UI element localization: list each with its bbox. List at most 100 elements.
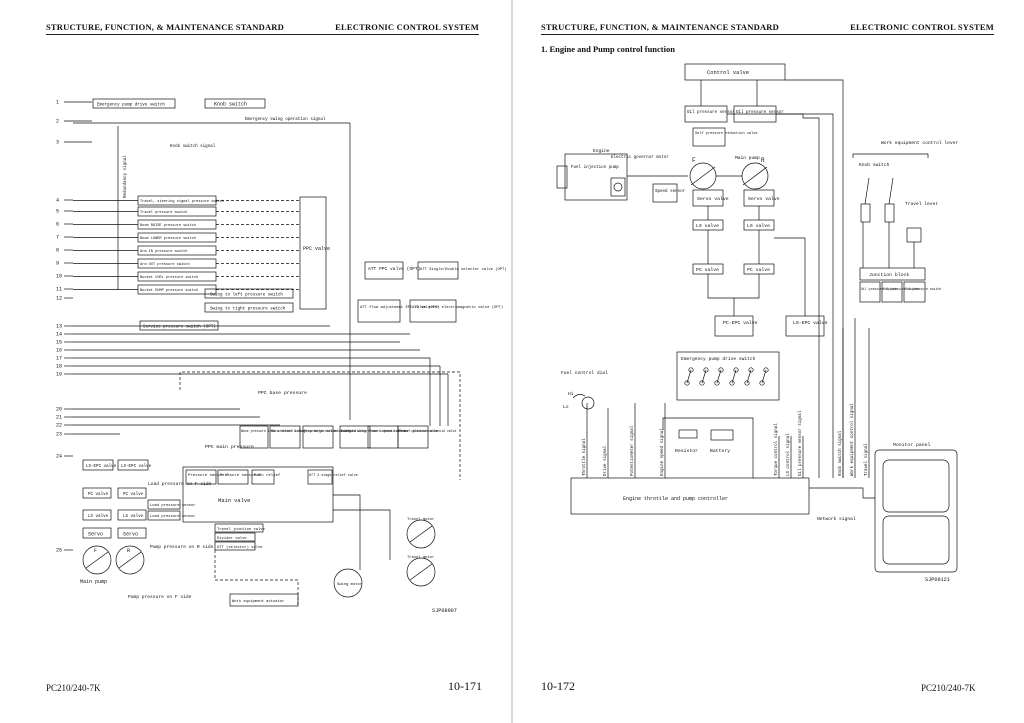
emergency-pump-switch-label: Emergency pump drive switch	[97, 103, 165, 108]
att-ppc-valve: ATT PPC valve (OPT)	[368, 266, 420, 272]
junction-block: Junction block	[869, 272, 909, 278]
pressure-sensor-r: Pressure sensor R	[220, 473, 261, 478]
controller-label: Engine throttle and pump controller	[623, 496, 728, 502]
terminal-13: 13	[56, 324, 62, 330]
battery-label: Battery	[710, 448, 730, 454]
servo-r: Servo	[123, 532, 138, 538]
att-2stage: ATT 2-stage relief valve	[309, 473, 358, 478]
terminal-19: 19	[56, 372, 62, 378]
load-sensor-1: Load pressure sensor	[150, 503, 196, 508]
switch-contact	[684, 380, 690, 386]
servo-valve-r: Servo valve	[748, 196, 780, 202]
work-lever-label: Work equipment control lever	[881, 140, 958, 146]
solenoid-box	[302, 425, 334, 449]
monitor-panel-label: Monitor panel	[893, 442, 931, 448]
right-figure-code: SJP09121	[925, 577, 950, 583]
att-single-double: ATT Single/Double selector valve (OPT)	[420, 267, 507, 272]
pump-r-letter: R	[761, 157, 765, 164]
fuel-dial-label: Fuel control dial	[561, 370, 608, 376]
network-signal: Network signal	[817, 516, 856, 522]
terminal-6: 6	[56, 222, 59, 228]
servo-f: Servo	[88, 532, 103, 538]
travel-motor-2: Travel motor	[407, 555, 434, 560]
ls-valve-r: LS valve	[123, 514, 144, 519]
switch-contact	[759, 380, 765, 386]
right-header-right: ELECTRONIC CONTROL SYSTEM	[850, 22, 994, 32]
solenoid-box	[397, 425, 429, 449]
signal-label: Engine speed signal	[660, 428, 665, 476]
load-sensor-2: Load pressure sensor	[150, 514, 196, 519]
ppc-base-pressure: PPC base pressure	[258, 390, 307, 396]
terminal-9: 9	[56, 261, 59, 267]
switch-contact	[733, 367, 739, 373]
pc-epc-valve: PC-EPC valve	[723, 320, 758, 326]
oil-sensor-2: Oil pressure sensor	[736, 110, 784, 115]
servo-valve-f: Servo valve	[697, 196, 729, 202]
swing-motor: Swing motor	[337, 582, 362, 587]
pressure-switch-label: Travel, steering signal pressure switch	[140, 199, 224, 204]
pressure-switch-label: Boom RAISE pressure switch	[140, 223, 196, 228]
governor-label: Electric governor motor	[611, 155, 669, 160]
load-pressure-f: Load pressure on F side	[148, 481, 212, 487]
switch-contact	[744, 380, 750, 386]
divider-valve: Divider valve	[217, 536, 247, 541]
main-valve-label: Main valve	[218, 498, 250, 504]
terminal-24: 24	[56, 454, 62, 460]
pump-r-letter: R	[127, 548, 130, 554]
att-valve: ATT (selector) valve	[217, 545, 263, 550]
pc-valve-f: PC valve	[88, 492, 109, 497]
pump-pressure-r: Pump pressure on R side	[150, 544, 214, 550]
left-header-right: ELECTRONIC CONTROL SYSTEM	[335, 22, 479, 32]
right-header-rule	[541, 34, 994, 35]
swing-left-switch: Swing to left pressure switch	[210, 293, 283, 298]
left-hydraulic-diagram: 1234567891011121314151617181920212223242…	[56, 98, 507, 614]
terminal-1: 1	[56, 100, 59, 106]
ppc-valve-label: PPC valve	[303, 246, 330, 252]
knob-switch-label: Knob switch	[214, 102, 247, 108]
terminal-15: 15	[56, 340, 62, 346]
signal-label: Potentiometer signal	[630, 425, 635, 476]
resistor-label: Resistor	[675, 448, 698, 454]
terminal-21: 21	[56, 415, 62, 421]
right-header-left: STRUCTURE, FUNCTION, & MAINTENANCE STAND…	[541, 22, 779, 32]
travel-motor-1: Travel motor	[407, 517, 434, 522]
pc-valve-f: PC valve	[696, 267, 719, 273]
right-footer-model: PC210/240-7K	[921, 683, 976, 693]
terminal-11: 11	[56, 287, 62, 293]
solenoid-label: Travel speed selector solenoid valve	[369, 429, 438, 433]
left-header-left: STRUCTURE, FUNCTION, & MAINTENANCE STAND…	[46, 22, 284, 32]
att-flow-valve: ATT flow adjustment EPC valve (OPT)	[360, 305, 440, 310]
signal-label: Oil pressure sensor signal	[798, 410, 803, 476]
ls-epc-valve: LS-EPC valve	[793, 320, 828, 326]
signal-label: Work equipment control signal	[850, 403, 855, 476]
signal-label: Drive signal	[603, 445, 608, 476]
solenoid-label: Swing holding brake solenoid valve	[341, 429, 406, 433]
switch-contact	[763, 367, 769, 373]
switch-contact	[729, 380, 735, 386]
pressure-switch-label: Bucket CURL pressure switch	[140, 275, 198, 280]
solenoid-label: Base pressure lock solenoid valve	[241, 429, 304, 433]
section-title: 1. Engine and Pump control function	[541, 44, 675, 54]
terminal-20: 20	[56, 407, 62, 413]
main-relief: Main relief	[254, 473, 281, 478]
pump-pressure-f: Pump pressure on F side	[128, 594, 192, 600]
terminal-22: 22	[56, 423, 62, 429]
right-page-number: 10-172	[541, 679, 575, 693]
emergency-swing-signal: Emergency swing operation signal	[245, 117, 326, 122]
right-control-diagram: Control valve Oil pressure sensor Oil pr…	[556, 63, 958, 583]
solenoid-box	[239, 425, 269, 449]
pump-f-letter: F	[94, 548, 97, 554]
terminal-16: 16	[56, 348, 62, 354]
oil-switch-1: Oil pressure switch	[861, 287, 897, 291]
terminal-23: 23	[56, 432, 62, 438]
att-selector-valve: ATT selector electromagnetic valve (OPT)	[412, 305, 503, 310]
switch-contact	[714, 380, 720, 386]
pressure-switch-label: Boom LOWER pressure switch	[140, 236, 196, 241]
knob-switch-signal: Knob switch signal	[170, 144, 216, 149]
terminal-14: 14	[56, 332, 62, 338]
signal-label: Throttle signal	[582, 438, 587, 476]
left-page: STRUCTURE, FUNCTION, & MAINTENANCE STAND…	[0, 0, 511, 723]
ls-epc-valve-r: LS-EPC valve	[121, 464, 152, 469]
signal-label: Travel signal	[864, 443, 869, 476]
